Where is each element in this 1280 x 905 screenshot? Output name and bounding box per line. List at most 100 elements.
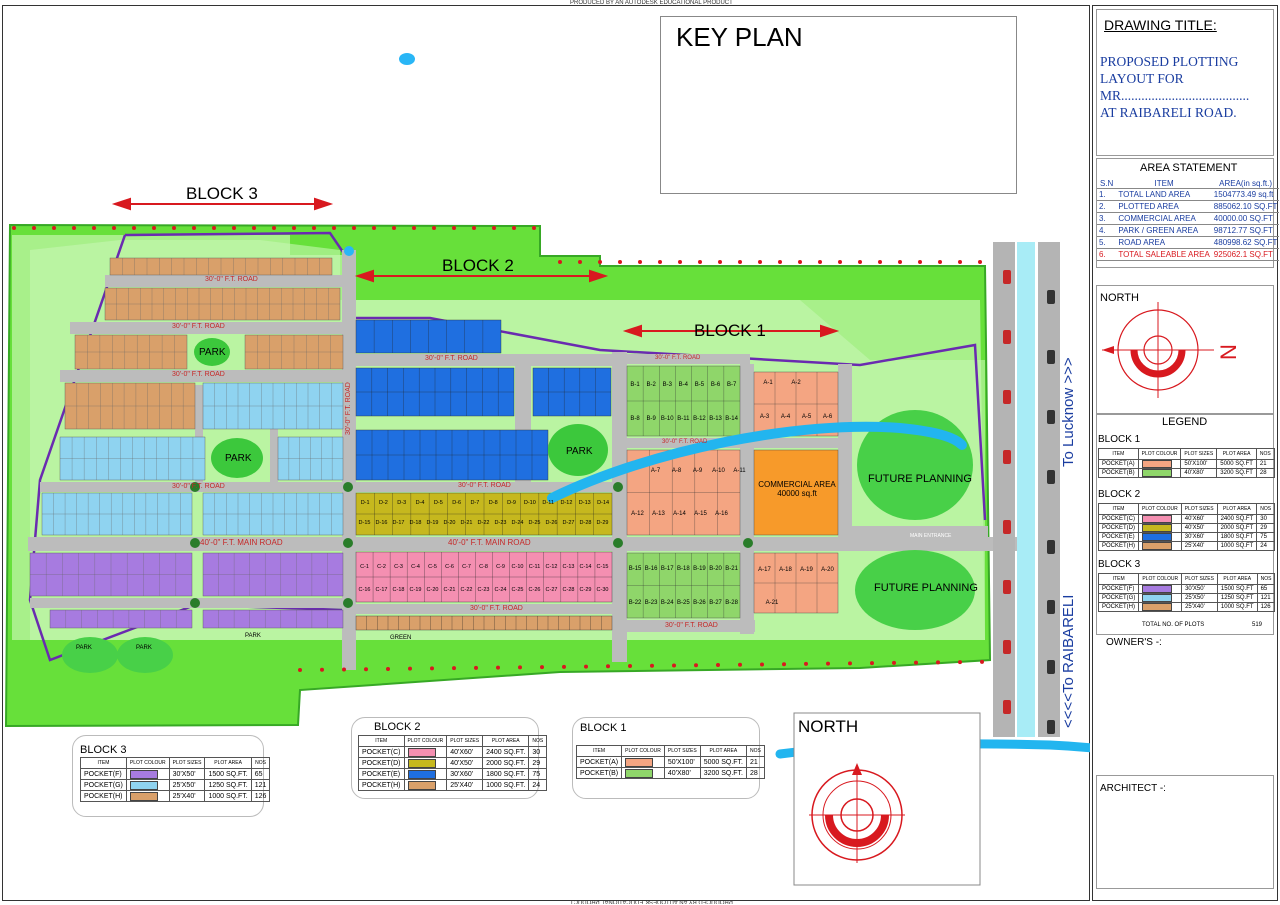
tree-marker xyxy=(938,260,942,264)
plot-label: D-12 xyxy=(560,500,573,506)
total-plots-value: 519 xyxy=(1252,622,1263,628)
plot-colour-swatch xyxy=(1142,585,1173,593)
plot-area: 1000 SQ.FT xyxy=(1216,602,1258,612)
block-table-2-header-4: NOS xyxy=(745,745,765,757)
block-table-2-header-1: PLOT COLOUR xyxy=(621,745,665,757)
plot-colour-swatch xyxy=(407,769,436,779)
future-planning-2 xyxy=(855,550,975,630)
plot-count: 30 xyxy=(528,746,548,758)
plot-label: C-30 xyxy=(596,587,609,593)
plot-size: 25'X50' xyxy=(1181,593,1218,603)
legend-block-title: BLOCK 3 xyxy=(1098,559,1141,570)
key-plan-title: KEY PLAN xyxy=(676,22,803,52)
area-cell: TOTAL LAND AREA xyxy=(1116,188,1212,201)
plot-label: C-13 xyxy=(562,564,575,570)
plot-label: A-1 xyxy=(763,380,773,386)
plot-label: C-29 xyxy=(579,587,592,593)
plot-label: B-6 xyxy=(710,382,721,388)
pocket-name: POCKET(G) xyxy=(1097,593,1140,603)
plot-colour-swatch xyxy=(625,757,654,767)
plot-label: B-9 xyxy=(646,416,656,422)
tree-marker xyxy=(232,226,236,230)
key-plan-box xyxy=(660,16,1017,194)
block-table-1-header-2: PLOT SIZES xyxy=(446,735,484,747)
legend-1-header-4: NOS xyxy=(1256,503,1276,515)
pocket-name: POCKET(B) xyxy=(575,767,623,779)
tree-marker xyxy=(778,260,782,264)
plot-label: B-4 xyxy=(678,382,689,388)
pocket-f-row3 xyxy=(49,609,193,629)
plot-size: 25'X50' xyxy=(168,779,206,791)
plot-area: 3200 SQ.FT xyxy=(1216,468,1257,478)
area-cell: ROAD AREA xyxy=(1116,236,1212,249)
plot-label: A-7 xyxy=(650,468,661,474)
tree-marker xyxy=(914,660,918,665)
plot-label: D-16 xyxy=(375,520,388,526)
block-table-0-row: POCKET(H)25'X40'1000 SQ.FT.126 xyxy=(80,790,271,802)
road-label-9: 30'-0" F.T. ROAD xyxy=(662,439,708,445)
highway-median xyxy=(1017,242,1035,737)
tree-marker xyxy=(412,226,416,230)
legend-0-header-4: NOS xyxy=(1255,448,1275,460)
title-line-1: PROPOSED PLOTTING xyxy=(1100,54,1239,69)
legend-2-header-4: NOS xyxy=(1256,573,1276,585)
plot-label: C-10 xyxy=(511,564,524,570)
blue-mark-dot xyxy=(399,53,415,65)
block-table-1-header-3: PLOT AREA xyxy=(482,735,530,747)
plot-label: A-18 xyxy=(779,567,792,573)
plot-area: 2400 SQ.FT xyxy=(1216,514,1258,524)
tree-marker xyxy=(638,260,642,264)
plot-label: A-4 xyxy=(780,414,791,420)
plot-label: A-11 xyxy=(733,468,746,474)
tree-marker xyxy=(758,260,762,264)
plot-area: 1000 SQ.FT. xyxy=(482,779,530,791)
drawing-title-label: DRAWING TITLE: xyxy=(1104,17,1217,33)
plot-label: D-25 xyxy=(528,520,541,526)
plot-size: 30'X50' xyxy=(1181,584,1218,594)
block-boundary xyxy=(124,231,987,521)
plot-label: C-27 xyxy=(545,587,558,593)
road-label-3: 30'-0" F.T. ROAD xyxy=(172,371,225,378)
car-icon xyxy=(1047,410,1055,424)
legend-2-header-1: PLOT COLOUR xyxy=(1138,573,1183,585)
plot-label: D-11 xyxy=(542,500,554,506)
plot-label: B-20 xyxy=(709,566,722,572)
plot-label: B-7 xyxy=(726,382,737,388)
tree-marker xyxy=(152,226,156,230)
tree-marker xyxy=(518,665,522,670)
plot-size: 30'X60' xyxy=(1180,532,1218,542)
site-plan xyxy=(4,53,1090,886)
plot-label: C-1 xyxy=(360,564,369,570)
plot-label: D-14 xyxy=(597,500,609,506)
tree-marker xyxy=(826,661,830,666)
plot-label: C-6 xyxy=(445,564,454,570)
pocket-name: POCKET(H) xyxy=(358,779,405,791)
plot-label: B-1 xyxy=(630,382,640,388)
tree-marker xyxy=(782,662,786,667)
owners-label: OWNER'S -: xyxy=(1106,637,1162,648)
plot-size: 25'X40' xyxy=(1181,602,1218,612)
area-col-0: S.N xyxy=(1097,178,1117,189)
plot-label: B-15 xyxy=(628,566,642,572)
plot-colour-swatch xyxy=(1142,542,1172,550)
plot-colour-swatch xyxy=(129,791,158,801)
plot-colour-swatch xyxy=(1142,603,1173,611)
plot-label: D-8 xyxy=(488,500,498,506)
plot-label: A-21 xyxy=(765,600,779,606)
plot-label: B-23 xyxy=(644,600,658,606)
tree-marker xyxy=(838,260,842,264)
blue-stroke-1 xyxy=(547,421,967,503)
plot-count: 75 xyxy=(528,768,548,780)
plot-colour-swatch xyxy=(1142,594,1173,602)
plot-area: 5000 SQ.FT. xyxy=(699,756,747,768)
plot-label: A-2 xyxy=(791,380,801,386)
tree-marker xyxy=(598,260,602,264)
tree-marker xyxy=(858,260,862,264)
plot-count: 121 xyxy=(250,779,271,791)
plot-label: D-23 xyxy=(494,520,507,526)
pocket-name: POCKET(E) xyxy=(1098,532,1139,542)
plot-label: B-28 xyxy=(725,600,738,606)
